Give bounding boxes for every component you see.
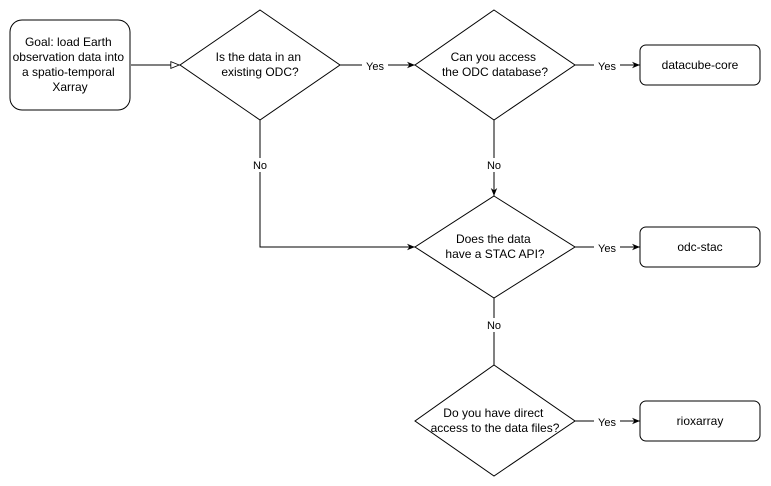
edge-label-bg — [250, 158, 270, 172]
edge-label-bg — [594, 241, 620, 255]
result-datacube-core: datacube-core — [639, 44, 761, 86]
edge-label-bg — [362, 59, 388, 73]
edge-existing-no — [259, 118, 415, 251]
svg-text:Goal: load Earth observa: Goal: load Earth observation data into a… — [13, 35, 128, 94]
result-odc-stac: odc-stac — [639, 226, 761, 268]
goal-line-4: Xarray — [52, 80, 87, 94]
decision-existing-odc-line-1: Is the data in an — [216, 50, 301, 64]
edge-label-access-yes: Yes — [598, 61, 616, 73]
edge-label-existing-yes: Yes — [366, 61, 384, 73]
goal-line-2: observation data into — [13, 50, 125, 64]
edge-label-stac-no: No — [487, 320, 501, 332]
edge-label-bg — [594, 59, 620, 73]
svg-text:Is the data in an existi: Is the data in an existing ODC? — [216, 50, 305, 79]
decision-direct-access-line-1: Do you have direct — [443, 406, 544, 420]
goal-node: Goal: load Earth observation data into a… — [9, 19, 131, 111]
decision-existing-odc-line-2: existing ODC? — [221, 65, 299, 79]
result-odc-stac-label: odc-stac — [677, 240, 722, 254]
decision-stac-api-line-1: Does the data — [456, 232, 531, 246]
decision-existing-odc: Is the data in an existing ODC? — [179, 9, 341, 121]
result-rioxarray-label: rioxarray — [677, 414, 724, 428]
svg-text:Do you have direct acces: Do you have direct access to the data fi… — [431, 406, 560, 435]
goal-line-3: a spatio-temporal — [22, 65, 115, 79]
edge-label-access-no: No — [487, 160, 501, 172]
decision-direct-access: Do you have direct access to the data fi… — [414, 364, 576, 477]
decision-stac-api-line-2: have a STAC API? — [445, 247, 544, 261]
decision-stac-api: Does the data have a STAC API? — [414, 195, 576, 299]
edge-label-stac-yes: Yes — [598, 243, 616, 255]
edge-label-bg — [594, 415, 620, 429]
edge-label-direct-yes: Yes — [598, 417, 616, 429]
decision-access-odc-db: Can you access the ODC database? — [414, 9, 576, 121]
svg-text:Does the data have a STA: Does the data have a STAC API? — [445, 232, 544, 261]
edge-label-bg — [484, 158, 504, 172]
edge-label-bg — [484, 318, 504, 332]
decision-access-odc-db-line-1: Can you access — [451, 50, 536, 64]
svg-text:Can you access the ODC d: Can you access the ODC database? — [442, 50, 548, 79]
edge-label-existing-no: No — [253, 160, 267, 172]
result-datacube-core-label: datacube-core — [662, 58, 739, 72]
decision-access-odc-db-line-2: the ODC database? — [442, 65, 548, 79]
goal-line-1: Goal: load Earth — [25, 35, 112, 49]
result-rioxarray: rioxarray — [639, 400, 761, 442]
decision-direct-access-line-2: access to the data files? — [431, 421, 560, 435]
